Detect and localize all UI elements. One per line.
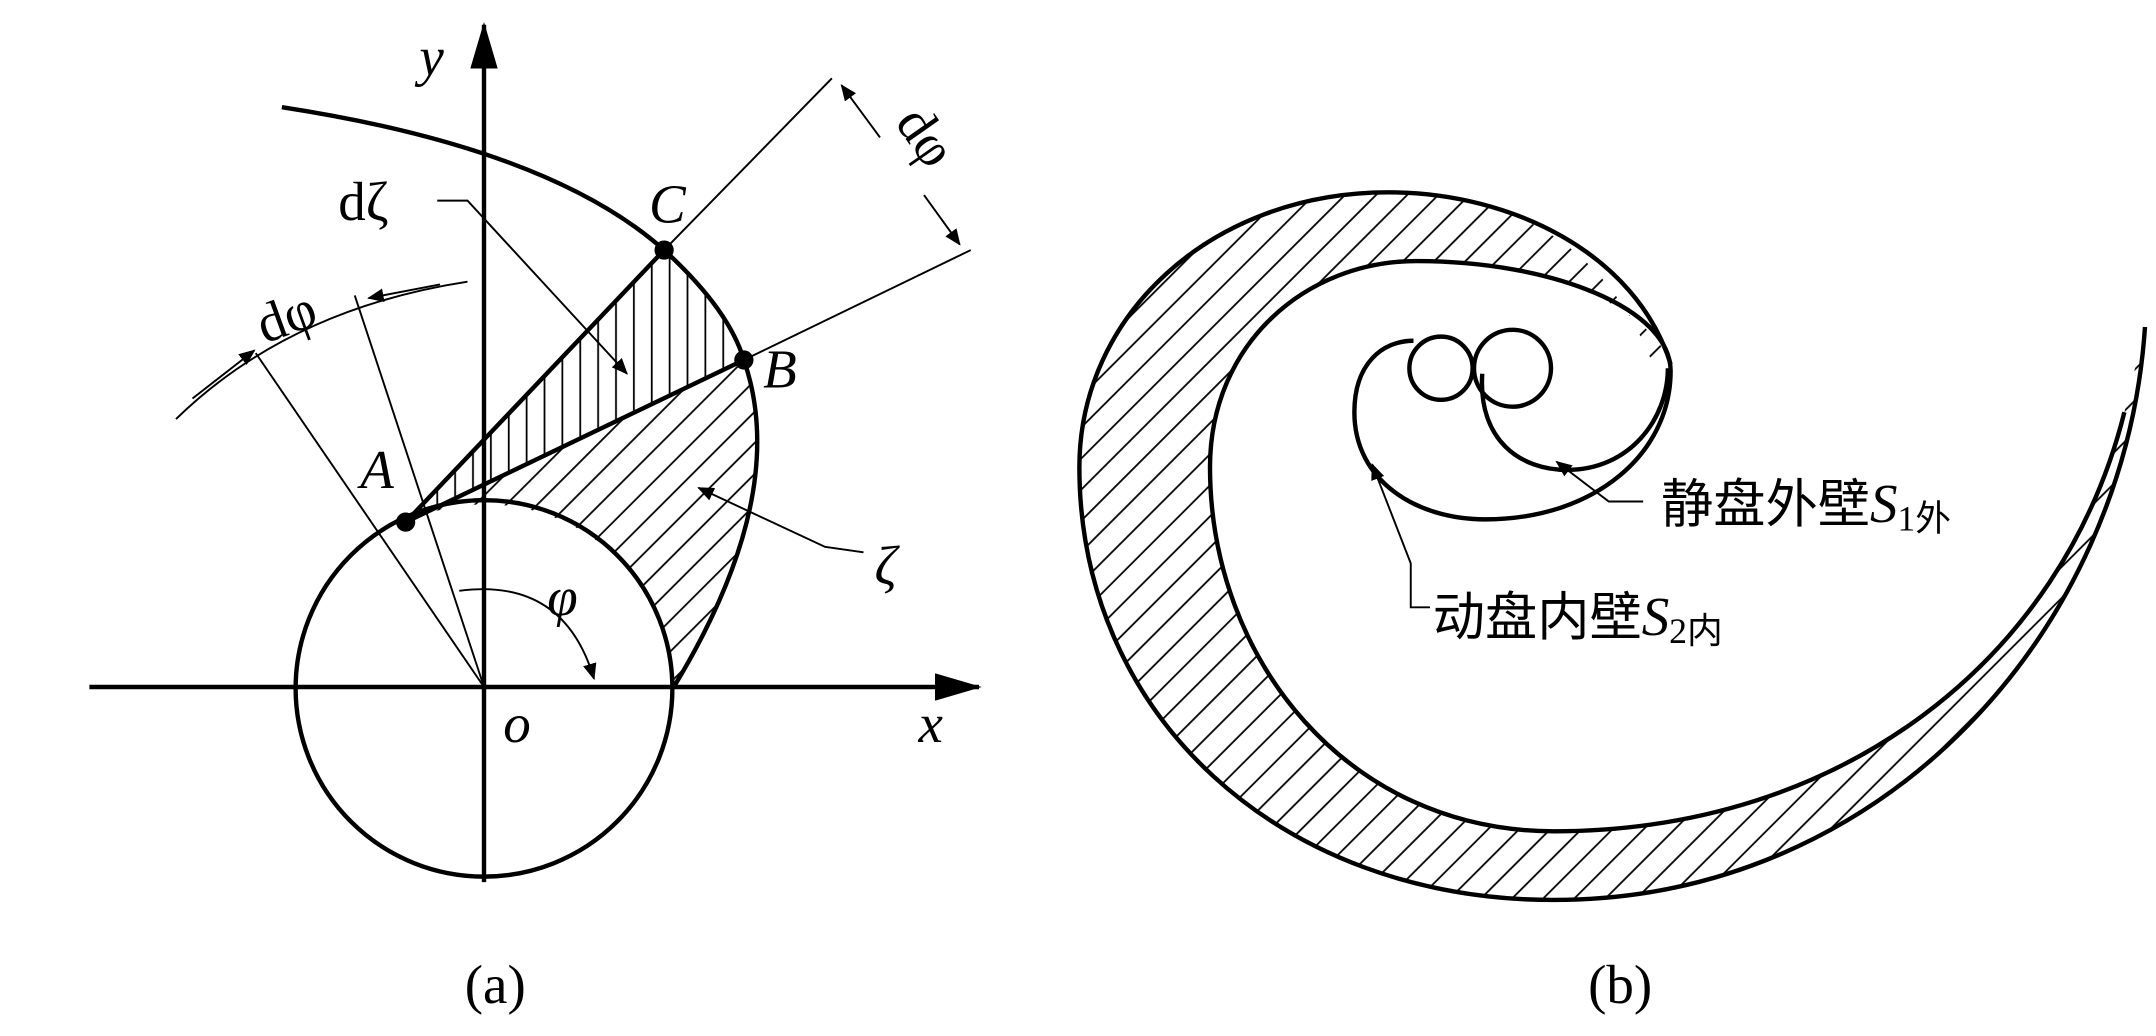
zeta-leader bbox=[697, 486, 864, 554]
point-c-label: C bbox=[649, 174, 687, 235]
dphi-right-label: dφ bbox=[884, 95, 968, 178]
dzeta-label: dζ bbox=[338, 171, 388, 232]
point-b-label: B bbox=[763, 338, 797, 399]
dphi-arrow-left bbox=[191, 349, 256, 400]
dphi-dimension-line-2 bbox=[923, 194, 961, 246]
outer-scroll-wall bbox=[1077, 190, 2148, 903]
phi-label: φ bbox=[547, 567, 577, 628]
y-axis-label: y bbox=[414, 27, 444, 88]
origin-label: o bbox=[503, 693, 530, 754]
panel-b: 静盘外壁S1外 动盘内壁S2内 (b) bbox=[1077, 190, 2148, 1015]
panel-b-caption: (b) bbox=[1588, 954, 1652, 1015]
dphi-arrow-right bbox=[367, 283, 441, 303]
zeta-label: ζ bbox=[875, 535, 901, 596]
point-c-dot bbox=[654, 240, 674, 260]
radius-line-2 bbox=[254, 352, 485, 688]
line-ac bbox=[404, 248, 666, 524]
panel-a-caption: (a) bbox=[465, 954, 526, 1015]
point-a-dot bbox=[396, 512, 416, 532]
point-b-dot bbox=[734, 350, 754, 370]
point-a-label: A bbox=[357, 439, 394, 500]
start-circle-left bbox=[1407, 334, 1475, 403]
phi-arc-arrow bbox=[459, 588, 597, 681]
extension-line-b bbox=[743, 249, 972, 361]
dphi-dimension-line bbox=[840, 84, 881, 138]
dzeta-hatched-region bbox=[405, 250, 744, 523]
base-circle bbox=[293, 497, 675, 879]
inner-scroll-wall bbox=[1207, 258, 2127, 834]
involute-curve bbox=[281, 104, 760, 689]
extension-line-c bbox=[663, 77, 833, 251]
radius-line-oa bbox=[353, 295, 485, 688]
panel-a: y x o A B C dζ dφ dφ ζ φ (a) bbox=[89, 21, 982, 1015]
start-circle-right bbox=[1471, 327, 1554, 409]
static-wall-label: 静盘外壁S1外 bbox=[1661, 473, 1951, 538]
dphi-left-label: dφ bbox=[248, 278, 325, 356]
hatched-gap-region bbox=[1079, 192, 2145, 900]
dzeta-leader bbox=[437, 199, 628, 375]
x-axis-label: x bbox=[917, 693, 942, 754]
dphi-arc bbox=[175, 280, 468, 420]
orbiting-wall-leader bbox=[1371, 463, 1430, 609]
zeta-hatched-region bbox=[405, 359, 758, 688]
orbiting-wall-label: 动盘内壁S2内 bbox=[1433, 586, 1723, 651]
static-wall-leader bbox=[1555, 460, 1644, 503]
line-ab bbox=[404, 358, 745, 525]
